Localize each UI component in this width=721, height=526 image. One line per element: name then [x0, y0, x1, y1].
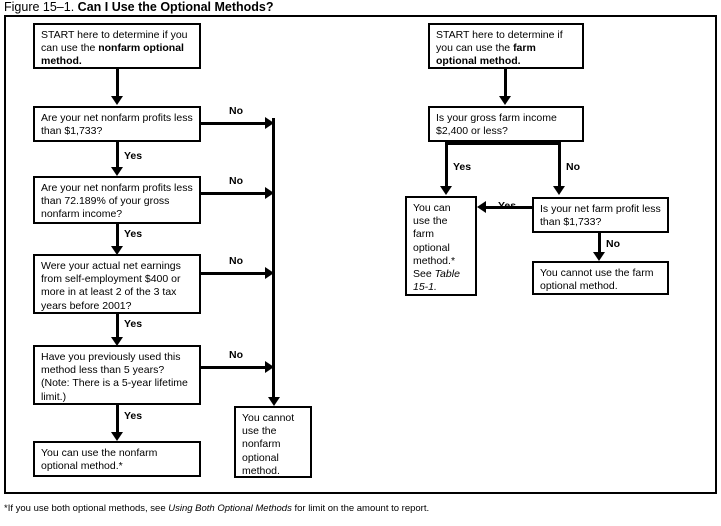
- nonfarm-question-4-text: Have you previously used this method les…: [41, 351, 188, 403]
- nonfarm-question-2-box: Are your net nonfarm profits less than 7…: [33, 176, 201, 224]
- arrow-q2-yes: [111, 246, 123, 255]
- edge-label-q1-yes: Yes: [124, 150, 143, 162]
- nonfarm-start-line2-prefix: you can use the: [41, 29, 188, 55]
- nonfarm-yes-result-box: You can use the nonfarm optional method.…: [33, 441, 201, 477]
- farm-question-2-box: Is your net farm profit less than $1,733…: [532, 197, 669, 233]
- nonfarm-start-line3-bold: optional method.: [41, 42, 184, 68]
- connector-q4-no: [201, 366, 269, 369]
- footnote-suffix: for limit on the amount to report.: [291, 503, 430, 514]
- connector-farm-q2-no: [598, 233, 601, 255]
- farm-question-2-text: Is your net farm profit less than $1,733…: [540, 203, 661, 229]
- footnote-prefix: *If you use both optional methods, see: [4, 503, 169, 514]
- nonfarm-question-4-box: Have you previously used this method les…: [33, 345, 201, 405]
- edge-label-farm-q2-yes: Yes: [498, 200, 517, 212]
- connector-nonfarm-no-bus: [272, 118, 275, 401]
- arrow-farm-start-to-q1: [499, 96, 511, 105]
- nonfarm-yes-result-text: You can use the nonfarm optional method.…: [41, 447, 158, 473]
- connector-q2-no: [201, 192, 269, 195]
- farm-question-1-text: Is your gross farm income $2,400 or less…: [436, 112, 557, 138]
- figure-title-text: Can I Use the Optional Methods?: [77, 0, 274, 14]
- nonfarm-start-line2-bold: nonfarm: [98, 42, 141, 55]
- connector-q1-no: [201, 122, 269, 125]
- edge-label-q2-no: No: [229, 175, 243, 187]
- farm-yes-result-line2-prefix: See: [413, 268, 435, 281]
- arrow-q2-no: [265, 187, 274, 199]
- figure-title: Figure 15–1. Can I Use the Optional Meth…: [4, 0, 274, 14]
- connector-farm-q2-yes: [486, 206, 532, 209]
- figure-number: Figure 15–1.: [4, 0, 75, 14]
- edge-label-q3-yes: Yes: [124, 318, 143, 330]
- edge-label-farm-q2-no: No: [606, 238, 620, 250]
- arrow-farm-q2-yes: [477, 201, 486, 213]
- arrow-q1-yes: [111, 167, 123, 176]
- farm-start-box: START here to determine if you can use t…: [428, 23, 584, 69]
- connector-q4-yes: [116, 405, 119, 435]
- farm-question-1-box: Is your gross farm income $2,400 or less…: [428, 106, 584, 142]
- arrow-farm-q1-no: [553, 186, 565, 195]
- nonfarm-no-result-box: You cannot use the nonfarm optional meth…: [234, 406, 312, 478]
- nonfarm-start-line1: START here to determine if: [41, 29, 168, 41]
- connector-farm-q1-split: [445, 142, 561, 145]
- farm-start-line2-prefix: you can use the: [436, 42, 514, 55]
- arrow-q4-no: [265, 361, 274, 373]
- connector-q3-yes: [116, 314, 119, 340]
- farm-start-line3-bold: optional method.: [436, 55, 521, 68]
- edge-label-q4-no: No: [229, 349, 243, 361]
- nonfarm-no-result-text: You cannot use the nonfarm optional meth…: [242, 412, 295, 477]
- arrow-q4-yes: [111, 432, 123, 441]
- arrow-q3-no: [265, 267, 274, 279]
- edge-label-q4-yes: Yes: [124, 410, 143, 422]
- farm-start-line1: START here to determine if: [436, 29, 563, 41]
- nonfarm-question-1-box: Are your net nonfarm profits less than $…: [33, 106, 201, 142]
- arrow-nonfarm-start-to-q1: [111, 96, 123, 105]
- edge-label-farm-q1-yes: Yes: [453, 161, 472, 173]
- connector-q3-no: [201, 272, 269, 275]
- connector-farm-start-to-q1: [504, 69, 507, 99]
- arrow-q3-yes: [111, 337, 123, 346]
- farm-no-result-text: You cannot use the farm optional method.: [540, 267, 654, 293]
- footnote-italic: Using Both Optional Methods: [168, 503, 292, 514]
- farm-yes-result-line1: You can use the farm optional method.*: [413, 202, 456, 267]
- arrow-farm-q1-yes: [440, 186, 452, 195]
- figure-footnote: *If you use both optional methods, see U…: [4, 503, 429, 515]
- nonfarm-question-2-text: Are your net nonfarm profits less than 7…: [41, 182, 193, 221]
- nonfarm-question-3-text: Were your actual net earnings from self-…: [41, 260, 181, 312]
- connector-q2-yes: [116, 224, 119, 249]
- edge-label-q1-no: No: [229, 105, 243, 117]
- nonfarm-start-box: START here to determine if you can use t…: [33, 23, 201, 69]
- arrow-q1-no: [265, 117, 274, 129]
- arrow-farm-q2-no: [593, 252, 605, 261]
- farm-yes-result-box: You can use the farm optional method.* S…: [405, 196, 477, 296]
- connector-farm-q1-no: [558, 142, 561, 189]
- edge-label-farm-q1-no: No: [566, 161, 580, 173]
- arrow-nonfarm-no-to-result: [268, 397, 280, 406]
- connector-nonfarm-start-to-q1: [116, 69, 119, 99]
- edge-label-q2-yes: Yes: [124, 228, 143, 240]
- connector-q1-yes: [116, 142, 119, 170]
- farm-no-result-box: You cannot use the farm optional method.: [532, 261, 669, 295]
- farm-yes-result-line2-italic: Table 15-1.: [413, 268, 460, 294]
- nonfarm-question-3-box: Were your actual net earnings from self-…: [33, 254, 201, 314]
- farm-start-line2-bold: farm: [513, 42, 536, 55]
- connector-farm-q1-yes: [445, 142, 448, 189]
- nonfarm-question-1-text: Are your net nonfarm profits less than $…: [41, 112, 193, 138]
- edge-label-q3-no: No: [229, 255, 243, 267]
